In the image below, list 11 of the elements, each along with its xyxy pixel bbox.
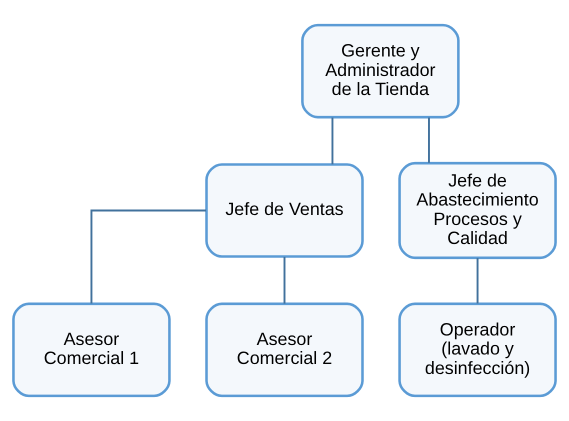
node-box: Jefe de Abastecimiento Procesos y Calidad — [398, 162, 557, 260]
node-box: Jefe de Ventas — [205, 163, 364, 258]
connector — [476, 258, 479, 304]
node-box: Operador (lavado y desinfección) — [398, 302, 557, 398]
connector — [284, 256, 286, 304]
node-box: Asesor Comercial 1 — [12, 302, 171, 398]
node-box: Gerente y Administrador de la Tienda — [301, 24, 460, 118]
node-box: Asesor Comercial 2 — [205, 302, 364, 398]
connector — [90, 210, 206, 304]
connector — [428, 118, 430, 163]
connector — [331, 118, 334, 164]
